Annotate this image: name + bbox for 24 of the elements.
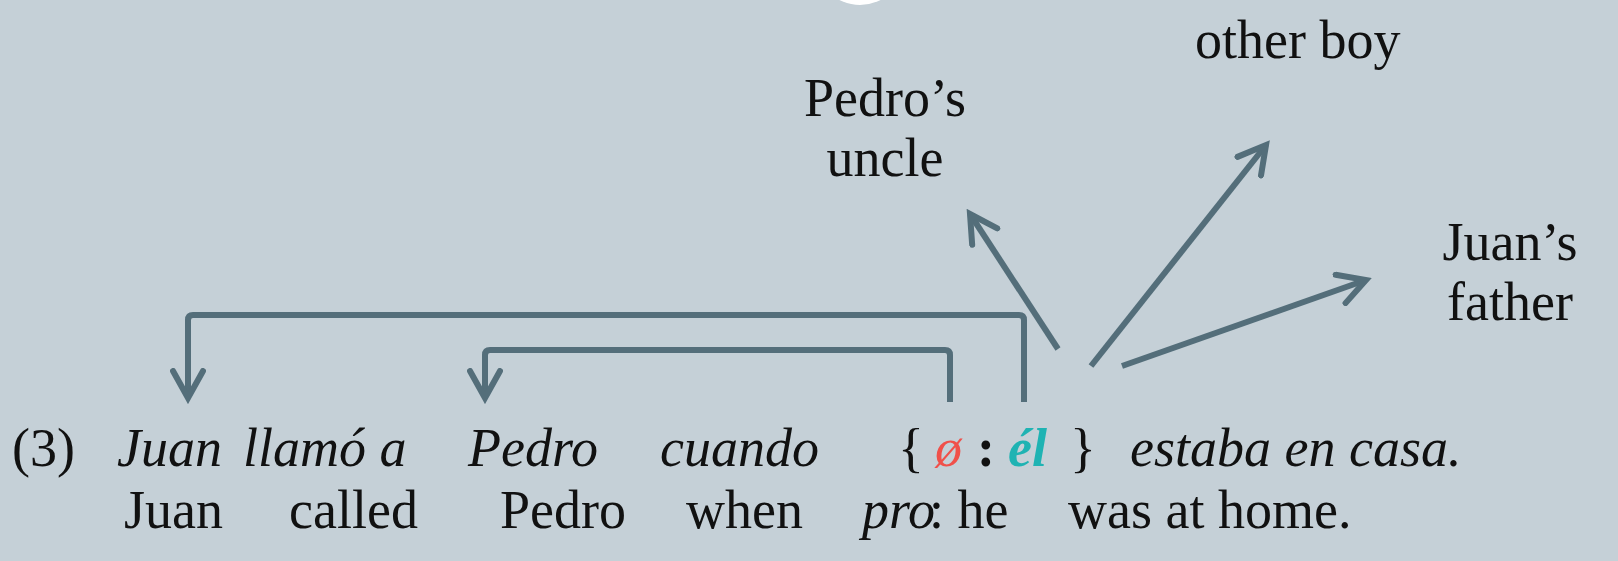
referent-label: Juan’s father <box>1390 212 1618 332</box>
sentence-word: { <box>898 418 924 478</box>
arrow <box>467 347 953 402</box>
gloss-word: when <box>686 480 803 540</box>
gloss-word: Juan <box>124 480 223 540</box>
arrow <box>967 211 1061 351</box>
null-symbol: ø <box>935 418 962 478</box>
sentence-word: estaba en casa. <box>1130 418 1462 478</box>
gloss-word: called <box>289 480 418 540</box>
word: Juan <box>117 418 222 478</box>
sentence-word: } <box>1070 418 1096 478</box>
arrow <box>1121 271 1369 369</box>
pronoun: él <box>1008 418 1047 478</box>
gloss-word: was at home. <box>1068 480 1352 540</box>
sentence-word: : <box>977 418 995 478</box>
referent-label: Pedro’s uncle <box>770 68 1000 188</box>
referent-label: other boy <box>1195 10 1401 70</box>
arrow <box>1088 142 1269 368</box>
sentence-word: llamó a <box>243 418 407 478</box>
sentence-word: cuando <box>660 418 819 478</box>
gloss-word: Pedro <box>500 480 626 540</box>
arrow <box>170 312 1027 402</box>
example-number: (3) <box>12 418 75 478</box>
word: Pedro <box>468 418 598 478</box>
